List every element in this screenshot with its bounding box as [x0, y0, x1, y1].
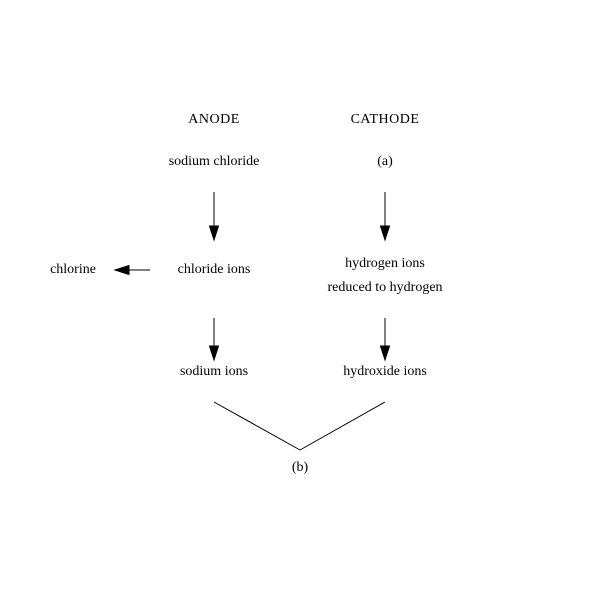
cathode-arrow-1 — [379, 192, 391, 242]
combine-lines — [213, 401, 386, 451]
cathode-end-label: hydroxide ions — [343, 364, 427, 379]
combined-label: (b) — [291, 460, 309, 475]
cathode-middle-label-line2: reduced to hydrogen — [327, 280, 443, 295]
cathode-middle-label-line1: hydrogen ions — [345, 256, 425, 271]
anode-start-label: sodium chloride — [168, 154, 260, 169]
cathode-arrow-2 — [379, 318, 391, 362]
chlorine-arrow — [113, 264, 150, 276]
cathode-start-label: (a) — [377, 154, 393, 169]
cathode-header: CATHODE — [350, 112, 420, 127]
anode-end-label: sodium ions — [179, 364, 249, 379]
anode-header: ANODE — [188, 112, 240, 127]
anode-middle-label: chloride ions — [177, 262, 251, 277]
anode-arrow-2 — [208, 318, 220, 362]
anode-side-product-label: chlorine — [50, 262, 96, 277]
anode-arrow-1 — [208, 192, 220, 242]
